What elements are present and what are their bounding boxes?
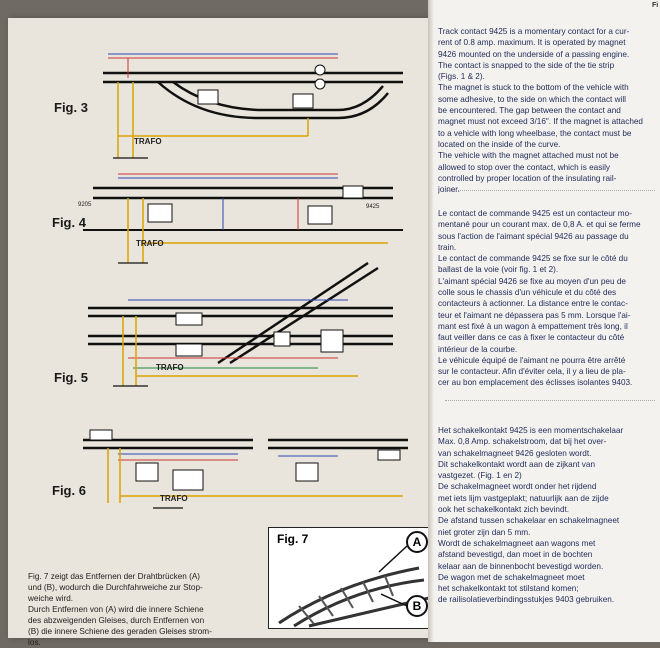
text-line: De wagon met de schakelmagneet moet [438, 572, 585, 582]
caption-line: (B) die innere Schiene des geraden Gleis… [28, 627, 212, 636]
caption-line: Durch Entfernen von (A) wird die innere … [28, 605, 204, 614]
text-line: De schakelmagneet wordt onder het rijden… [438, 482, 597, 492]
text-line: train. [438, 242, 457, 252]
dutch-text: Het schakelkontakt 9425 is een momentsch… [438, 425, 653, 606]
text-line: Le contact de commande 9425 se fixe sur … [438, 254, 628, 264]
text-line: mant est fixé à un wagon à empattement t… [438, 321, 628, 331]
wiring-diagrams [83, 53, 408, 509]
fig4-label: Fig. 4 [52, 215, 86, 230]
text-line: some adhesive, to the side on which the … [438, 94, 626, 104]
text-line: mentané pour un courant max. de 0,8 A. e… [438, 220, 641, 230]
marker-b: B [413, 599, 422, 613]
text-line: Le contact de commande 9425 est un conta… [438, 209, 632, 218]
fig3-trafo-label: TRAFO [134, 137, 162, 146]
fig7-illustration: Fig. 7 A B [268, 527, 432, 629]
fig7-label: Fig. 7 [277, 532, 309, 546]
fig4-diagram [83, 173, 403, 264]
diagram-page: Fig. 3 TRAFO Fig. 4 9205 9425 TRAFO Fig.… [8, 18, 438, 647]
text-line: cer au bon emplacement des éclisses isol… [438, 378, 633, 388]
fig3-label: Fig. 3 [54, 100, 88, 115]
text-line: sous l'action de l'aimant spécial 9426 a… [438, 231, 629, 241]
fig4-trafo-label: TRAFO [136, 239, 164, 248]
text-line: De afstand tussen schakelaar en schakelm… [438, 516, 620, 526]
caption-line: und (B), wodurch die Durchfahrweiche zur… [28, 583, 203, 592]
fig5-diagram [88, 261, 393, 387]
text-line: located on the inside of the curve. [438, 139, 561, 149]
text-line: rent of 0.8 amp. maximum. It is operated… [438, 38, 626, 48]
text-line: Het schakelkontakt 9425 is een momentsch… [438, 426, 624, 435]
text-line: van schakelmagneet 9426 gesloten wordt. [438, 448, 592, 458]
text-page [430, 0, 660, 642]
fig4-part-9425: 9425 [366, 204, 380, 210]
fig3-diagram [103, 53, 403, 159]
fig5-trafo-label: TRAFO [156, 363, 184, 372]
text-line: controlled by proper location of the ins… [438, 173, 617, 183]
text-line: (Figs. 1 & 2). [438, 72, 485, 82]
fig6-diagram [83, 429, 408, 509]
text-line: The vehicle with the magnet attached mus… [438, 151, 619, 161]
caption-line: los. [28, 638, 41, 647]
turnout-illustration: A B [278, 531, 430, 628]
fig7-caption-de: Fig. 7 zeigt das Entfernen der Drahtbrüc… [28, 571, 248, 648]
text-line: ballast de la voie (voir fig. 1 et 2). [438, 265, 559, 275]
text-line: The magnet is stuck to the bottom of the… [438, 83, 629, 93]
text-line: be encountered. The gap between the cont… [438, 106, 621, 116]
fig4-part-9205: 9205 [78, 202, 92, 208]
text-line: teur et l'aimant ne dépassera pas 5 mm. … [438, 310, 631, 320]
marker-a: A [413, 535, 422, 549]
text-line: afstand bevestigd, dan moet in de bochte… [438, 550, 593, 560]
text-line: het schakelkontakt tot stilstand komen; [438, 584, 579, 594]
caption-line: weiche wird. [28, 594, 74, 603]
caption-line: des abzweigenden Gleises, durch Entferne… [28, 616, 205, 625]
divider [445, 190, 655, 191]
text-line: colle sous le chassis d'un véhicule et d… [438, 288, 617, 298]
text-line: intérieur de la courbe. [438, 344, 518, 354]
text-line: kelaar aan de binnenbocht bevestigd word… [438, 561, 604, 571]
fig6-label: Fig. 6 [52, 483, 86, 498]
fig5-label: Fig. 5 [54, 370, 88, 385]
text-line: niet groter zijn dan 5 mm. [438, 527, 531, 537]
french-text: Le contact de commande 9425 est un conta… [438, 208, 653, 389]
text-line: Track contact 9425 is a momentary contac… [438, 27, 630, 36]
caption-line: Fig. 7 zeigt das Entfernen der Drahtbrüc… [28, 572, 201, 581]
text-line: ook het schakelkontakt zich bevindt. [438, 505, 570, 515]
divider [445, 400, 655, 401]
corner-label: Fi [652, 2, 659, 9]
text-line: magnet must not exceed 3/16". If the mag… [438, 117, 643, 127]
text-line: joiner. [438, 185, 460, 195]
text-line: allowed to stop over the contact, which … [438, 162, 611, 172]
text-line: contacteurs à actionner. La distance ent… [438, 299, 628, 309]
text-line: Dit schakelkontakt wordt aan de zijkant … [438, 459, 596, 469]
fig6-trafo-label: TRAFO [160, 494, 188, 503]
page-fold [428, 0, 434, 642]
text-line: de railisolatieverbindingsstukjes 9403 g… [438, 595, 615, 605]
text-line: Wordt de schakelmagneet aan wagons met [438, 538, 596, 548]
text-line: met iets lijm vastgeplakt; natuurlijk aa… [438, 493, 609, 503]
text-line: L'aimant spécial 9426 se fixe au moyen d… [438, 276, 626, 286]
text-line: Max. 0,8 Amp. schakelstroom, dat bij het… [438, 437, 607, 447]
english-text: Track contact 9425 is a momentary contac… [438, 26, 653, 195]
text-line: 9426 mounted on the underside of a passi… [438, 49, 630, 59]
text-line: vastgezet. (Fig. 1 en 2) [438, 471, 522, 481]
text-line: Le véhicule équipé de l'aimant ne pourra… [438, 355, 626, 365]
text-line: The contact is snapped to the side of th… [438, 60, 615, 70]
text-line: to a vehicle with long wheelbase, the co… [438, 128, 632, 138]
text-line: faut veiller dans ce cas à fixer le cont… [438, 333, 625, 343]
text-line: sur le contacteur. Afin d'éviter cela, i… [438, 367, 626, 377]
